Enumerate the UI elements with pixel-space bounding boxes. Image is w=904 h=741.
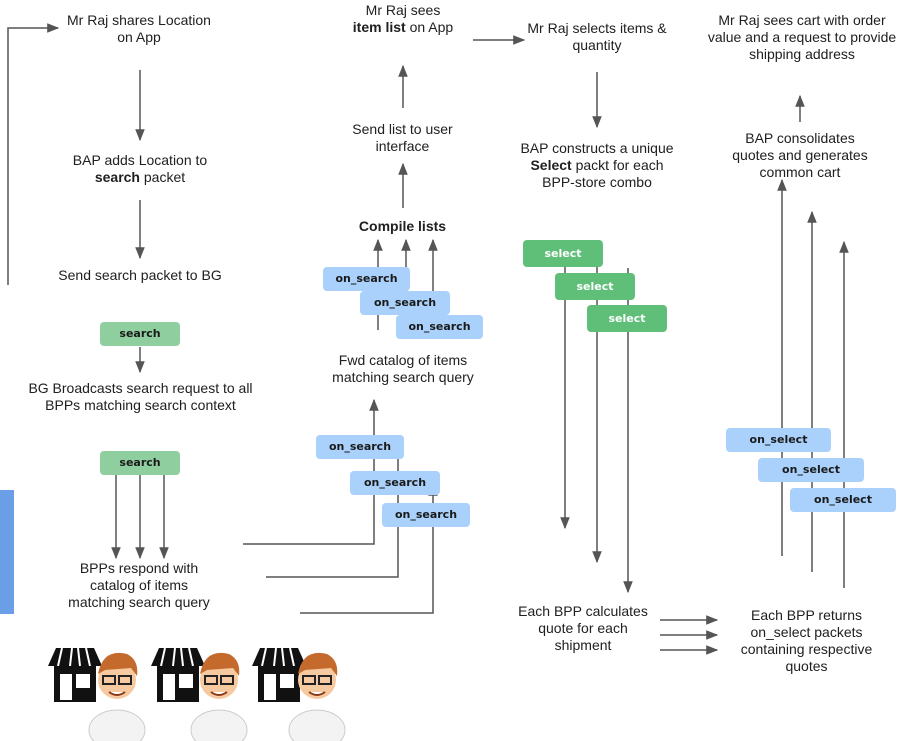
packet-on-search: on_search <box>323 267 410 291</box>
node-text: Send list to user interface <box>352 121 453 154</box>
packet-on-search: on_search <box>316 435 404 459</box>
loop-arrow <box>7 23 60 285</box>
node-text: Each BPP returns on_select packets conta… <box>740 607 873 674</box>
node-text: Mr Raj sees <box>365 2 441 18</box>
packet-select: select <box>555 273 635 300</box>
node-text: on App <box>409 19 454 35</box>
node-send-to-bg: Send search packet to BG <box>50 267 230 284</box>
packet-select: select <box>587 305 667 332</box>
node-text: Mr Raj sees cart with order value and a … <box>707 12 897 62</box>
node-fwd-catalog: Fwd catalog of items matching search que… <box>328 352 478 386</box>
node-text: BAP adds Location to <box>72 152 208 168</box>
node-bap-consolidates: BAP consolidates quotes and generates co… <box>725 130 875 181</box>
packet-on-select: on_select <box>758 458 864 482</box>
packet-on-search: on_search <box>396 315 483 339</box>
node-sees-cart: Mr Raj sees cart with order value and a … <box>707 12 897 63</box>
node-text: Send search packet to BG <box>58 267 222 283</box>
packet-search: search <box>100 451 180 475</box>
node-text: BG Broadcasts search request to all BPPs… <box>28 380 253 413</box>
sidebar-tab[interactable] <box>0 490 14 614</box>
node-sees-item-list: Mr Raj sees item list on App <box>348 2 458 36</box>
response-line-3 <box>300 483 438 614</box>
node-text: Each BPP calculates quote for each shipm… <box>518 603 648 653</box>
packet-on-search: on_search <box>360 291 450 315</box>
node-share-location: Mr Raj shares Location on App <box>64 12 214 46</box>
packet-on-select: on_select <box>726 428 831 452</box>
node-bap-constructs-select: BAP constructs a unique Select packt for… <box>518 140 676 191</box>
node-bpp-returns-on-select: Each BPP returns on_select packets conta… <box>724 607 889 675</box>
node-text: Mr Raj selects items & quantity <box>527 20 667 53</box>
node-bold-text: Select <box>530 157 572 173</box>
packet-select: select <box>523 240 603 267</box>
node-selects-items: Mr Raj selects items & quantity <box>522 20 672 54</box>
response-line-2 <box>266 443 403 578</box>
node-bold-text: item list <box>352 19 406 35</box>
node-bpps-respond: BPPs respond with catalog of items match… <box>64 560 214 611</box>
node-text: packt for each BPP-store combo <box>542 157 664 190</box>
node-send-list-ui: Send list to user interface <box>345 121 460 155</box>
packet-on-search: on_search <box>350 471 440 495</box>
node-bap-adds-location: BAP adds Location to search packet <box>50 152 230 186</box>
packet-on-select: on_select <box>790 488 896 512</box>
node-text: Fwd catalog of items matching search que… <box>332 352 474 385</box>
node-text: Compile lists <box>358 218 447 234</box>
packet-search: search <box>100 322 180 346</box>
node-compile-lists: Compile lists <box>340 218 465 235</box>
node-bpp-calculates-quote: Each BPP calculates quote for each shipm… <box>508 603 658 654</box>
node-text: packet <box>143 169 186 185</box>
packet-on-search: on_search <box>382 503 470 527</box>
node-text: BAP consolidates quotes and generates co… <box>732 130 868 180</box>
node-bg-broadcasts: BG Broadcasts search request to all BPPs… <box>28 380 253 414</box>
node-bold-text: search <box>94 169 140 185</box>
node-text: BPPs respond with catalog of items match… <box>68 560 210 610</box>
node-text: BAP constructs a unique <box>520 140 674 156</box>
node-text: Mr Raj shares Location on App <box>67 12 211 45</box>
